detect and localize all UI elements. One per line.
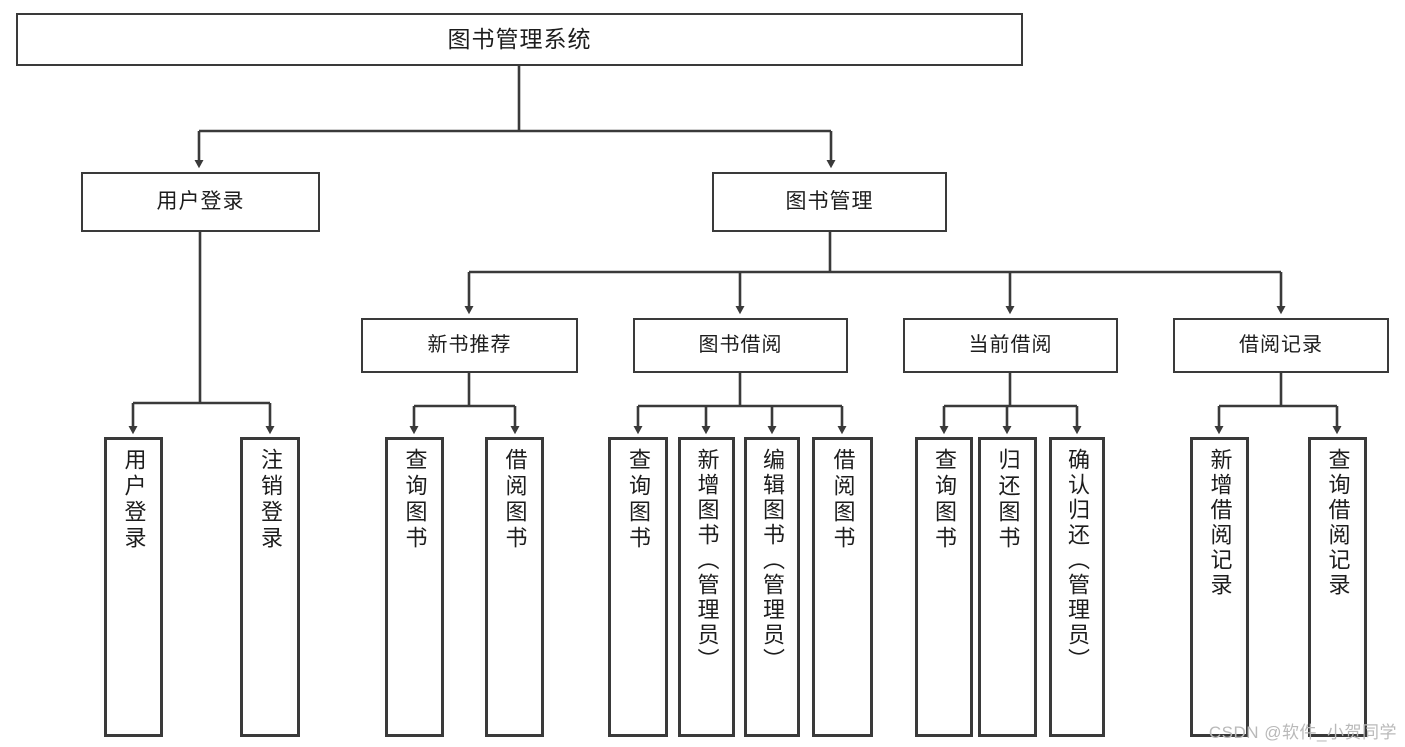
node-leaf-query-borrow-record[interactable]: 查询借阅记录 <box>1308 437 1367 737</box>
node-root[interactable]: 图书管理系统 <box>16 13 1023 66</box>
node-leaf-query-book-3[interactable]: 查询图书 <box>915 437 973 737</box>
node-leaf-add-book-admin[interactable]: 新增图书（管理员） <box>678 437 735 737</box>
node-leaf-add-borrow-record-label: 新增借阅记录 <box>1207 448 1233 598</box>
node-leaf-borrow-book-2-label: 借阅图书 <box>830 448 856 552</box>
node-leaf-borrow-book-1-label: 借阅图书 <box>502 448 528 552</box>
node-leaf-borrow-book-2[interactable]: 借阅图书 <box>812 437 873 737</box>
node-user-login[interactable]: 用户登录 <box>81 172 320 232</box>
node-root-label: 图书管理系统 <box>447 25 592 52</box>
node-leaf-query-book-2[interactable]: 查询图书 <box>608 437 668 737</box>
node-book-borrow-label: 图书借阅 <box>698 333 783 356</box>
node-borrow-record[interactable]: 借阅记录 <box>1173 318 1389 373</box>
node-leaf-query-book-1-label: 查询图书 <box>402 448 428 552</box>
node-book-manage[interactable]: 图书管理 <box>712 172 947 232</box>
node-leaf-add-borrow-record[interactable]: 新增借阅记录 <box>1190 437 1249 737</box>
node-leaf-borrow-book-1[interactable]: 借阅图书 <box>485 437 544 737</box>
node-leaf-query-borrow-record-label: 查询借阅记录 <box>1325 448 1351 598</box>
node-leaf-confirm-return-admin[interactable]: 确认归还（管理员） <box>1049 437 1105 737</box>
node-current-borrow[interactable]: 当前借阅 <box>903 318 1118 373</box>
node-leaf-query-book-2-label: 查询图书 <box>626 448 651 552</box>
node-user-login-label: 用户登录 <box>156 189 245 213</box>
node-new-book-recommend[interactable]: 新书推荐 <box>361 318 578 373</box>
node-leaf-return-book-label: 归还图书 <box>995 448 1021 552</box>
node-current-borrow-label: 当前借阅 <box>968 333 1053 356</box>
node-leaf-user-login-label: 用户登录 <box>121 448 147 552</box>
node-new-book-recommend-label: 新书推荐 <box>427 333 512 356</box>
node-borrow-record-label: 借阅记录 <box>1239 333 1323 356</box>
node-leaf-user-logout-label: 注销登录 <box>258 448 283 552</box>
csdn-watermark: CSDN @软件_小贺同学 <box>1208 723 1397 742</box>
node-leaf-return-book[interactable]: 归还图书 <box>978 437 1037 737</box>
node-leaf-add-book-admin-label: 新增图书（管理员） <box>694 448 720 673</box>
node-leaf-user-login[interactable]: 用户登录 <box>104 437 163 737</box>
node-leaf-query-book-1[interactable]: 查询图书 <box>385 437 444 737</box>
node-leaf-edit-book-admin-label: 编辑图书（管理员） <box>760 448 785 673</box>
node-leaf-query-book-3-label: 查询图书 <box>932 448 957 552</box>
node-book-borrow[interactable]: 图书借阅 <box>633 318 848 373</box>
node-leaf-edit-book-admin[interactable]: 编辑图书（管理员） <box>744 437 800 737</box>
node-leaf-user-logout[interactable]: 注销登录 <box>240 437 300 737</box>
node-book-manage-label: 图书管理 <box>785 189 874 213</box>
node-leaf-confirm-return-admin-label: 确认归还（管理员） <box>1065 448 1090 673</box>
